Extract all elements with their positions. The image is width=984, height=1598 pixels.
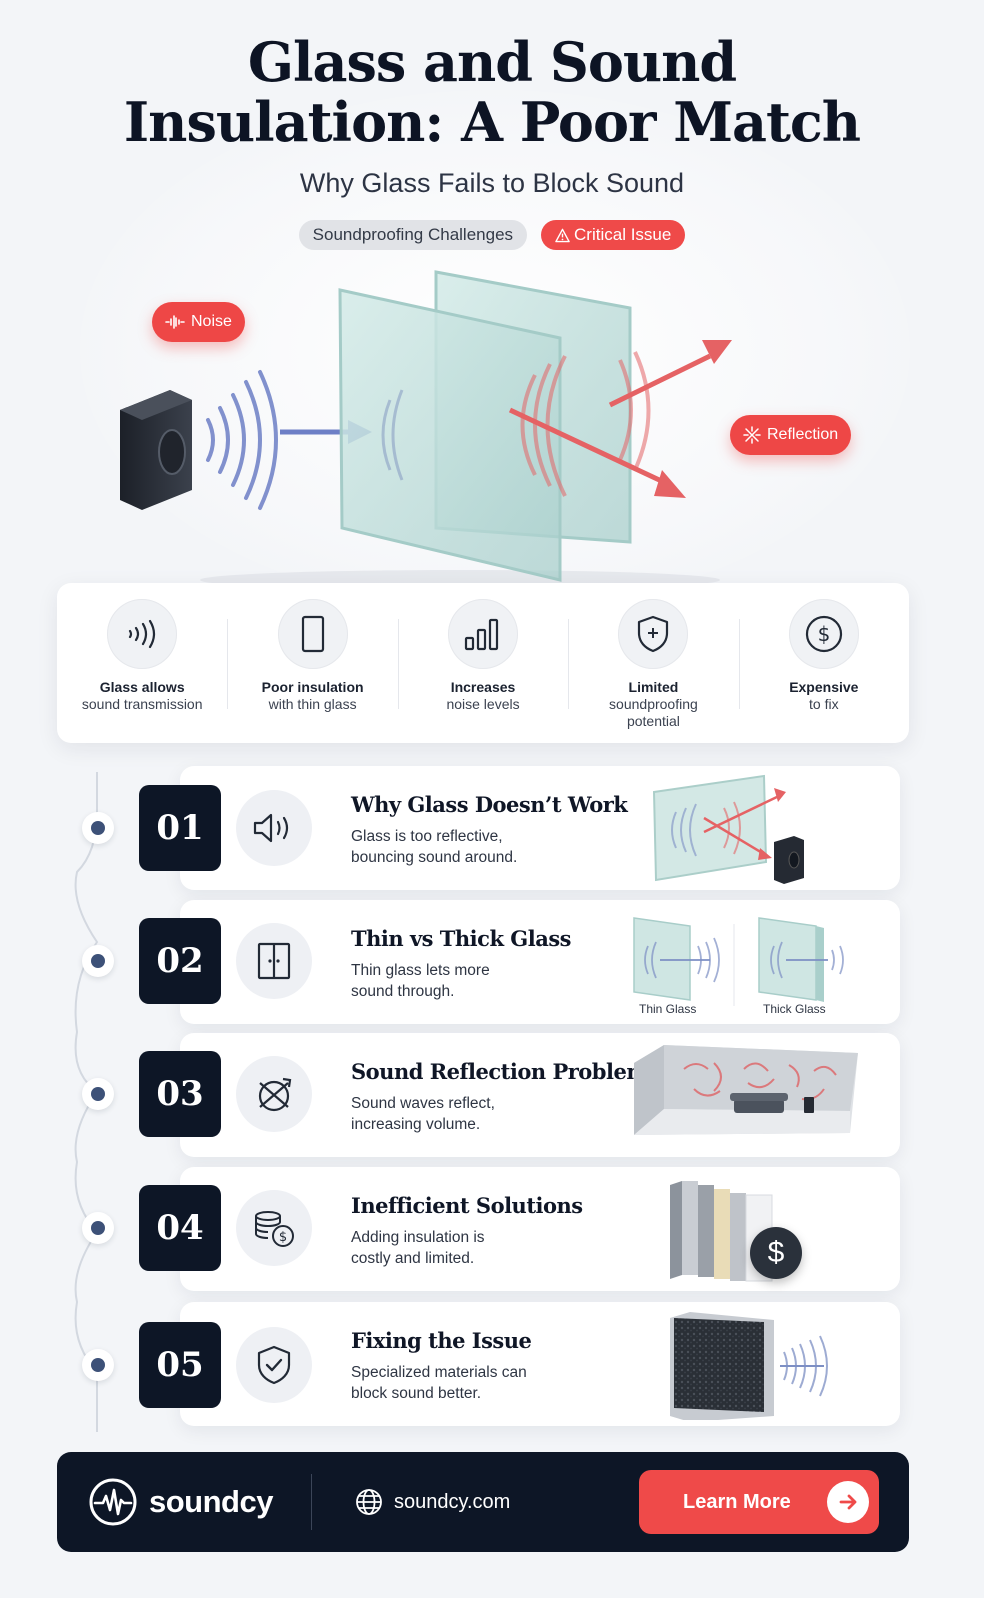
website-link[interactable]: soundcy.com <box>354 1487 510 1517</box>
insulation-panels-illustration <box>670 1181 773 1282</box>
footer-bar: soundcy soundcy.com Learn More <box>57 1452 909 1552</box>
feature-sound-transmission: Glass allows sound transmission <box>57 583 227 743</box>
coins-icon: $ <box>236 1190 312 1266</box>
feature-noise-levels: Increases noise levels <box>397 583 568 743</box>
hero-illustration: Noise Reflection <box>80 260 910 590</box>
bar-chart-icon <box>448 599 519 669</box>
thick-glass-caption: Thick Glass <box>763 1002 826 1016</box>
warning-icon <box>555 228 570 243</box>
sound-waves-icon <box>107 599 178 669</box>
step-number-02: 02 <box>139 918 221 1004</box>
title-line-1: Glass and Sound <box>247 30 737 94</box>
soundproofing-challenges-badge: Soundproofing Challenges <box>298 220 528 250</box>
step-number-05: 05 <box>139 1322 221 1408</box>
dollar-icon: $ <box>788 599 859 669</box>
step-number-03: 03 <box>139 1051 221 1137</box>
feature-poor-insulation: Poor insulation with thin glass <box>227 583 397 743</box>
waveform-icon <box>165 315 185 329</box>
reflect-icon <box>236 1056 312 1132</box>
glass-pane-icon <box>277 599 348 669</box>
timeline-dot-01 <box>82 812 114 844</box>
critical-issue-badge: Critical Issue <box>541 220 686 250</box>
reflection-label: Reflection <box>730 415 852 455</box>
thin-vs-thick-glass-illustration <box>633 917 844 1006</box>
speaker-icon <box>236 790 312 866</box>
soundcy-logo-icon <box>89 1478 137 1526</box>
title-line-2: Insulation: A Poor Match <box>123 90 861 154</box>
speaker-icon <box>120 390 192 510</box>
features-panel: Glass allows sound transmission Poor ins… <box>57 583 909 743</box>
door-icon <box>236 923 312 999</box>
room-reflection-illustration <box>634 1045 858 1135</box>
arrow-right-icon <box>827 1481 869 1523</box>
page-subtitle: Why Glass Fails to Block Sound <box>299 168 685 198</box>
svg-text:$: $ <box>817 622 830 646</box>
noise-label: Noise <box>152 302 245 342</box>
timeline-dot-02 <box>82 945 114 977</box>
page-title: Glass and Sound Insulation: A Poor Match <box>0 32 984 152</box>
timeline-dot-04 <box>82 1212 114 1244</box>
thin-glass-caption: Thin Glass <box>639 1002 697 1016</box>
shield-icon <box>618 599 689 669</box>
badge-row: Soundproofing Challenges Critical Issue <box>0 220 984 250</box>
timeline-dot-05 <box>82 1349 114 1381</box>
feature-limited-soundproofing: Limited soundproofing potential <box>568 583 738 743</box>
learn-more-button[interactable]: Learn More <box>639 1470 879 1534</box>
footer-divider <box>310 1474 312 1530</box>
acoustic-panel-illustration <box>670 1312 828 1420</box>
glass-reflection-illustration <box>652 774 804 884</box>
globe-icon <box>356 1489 382 1515</box>
step-number-04: 04 <box>139 1185 221 1271</box>
reflection-icon <box>743 426 761 444</box>
feature-expensive-fix: $ Expensive to fix <box>738 583 909 743</box>
shield-check-icon <box>236 1327 312 1403</box>
price-coin: $ <box>750 1227 802 1279</box>
brand-logo: soundcy <box>87 1476 273 1528</box>
step-number-01: 01 <box>139 785 221 871</box>
timeline-dot-03 <box>82 1078 114 1110</box>
svg-text:$: $ <box>279 1230 287 1245</box>
